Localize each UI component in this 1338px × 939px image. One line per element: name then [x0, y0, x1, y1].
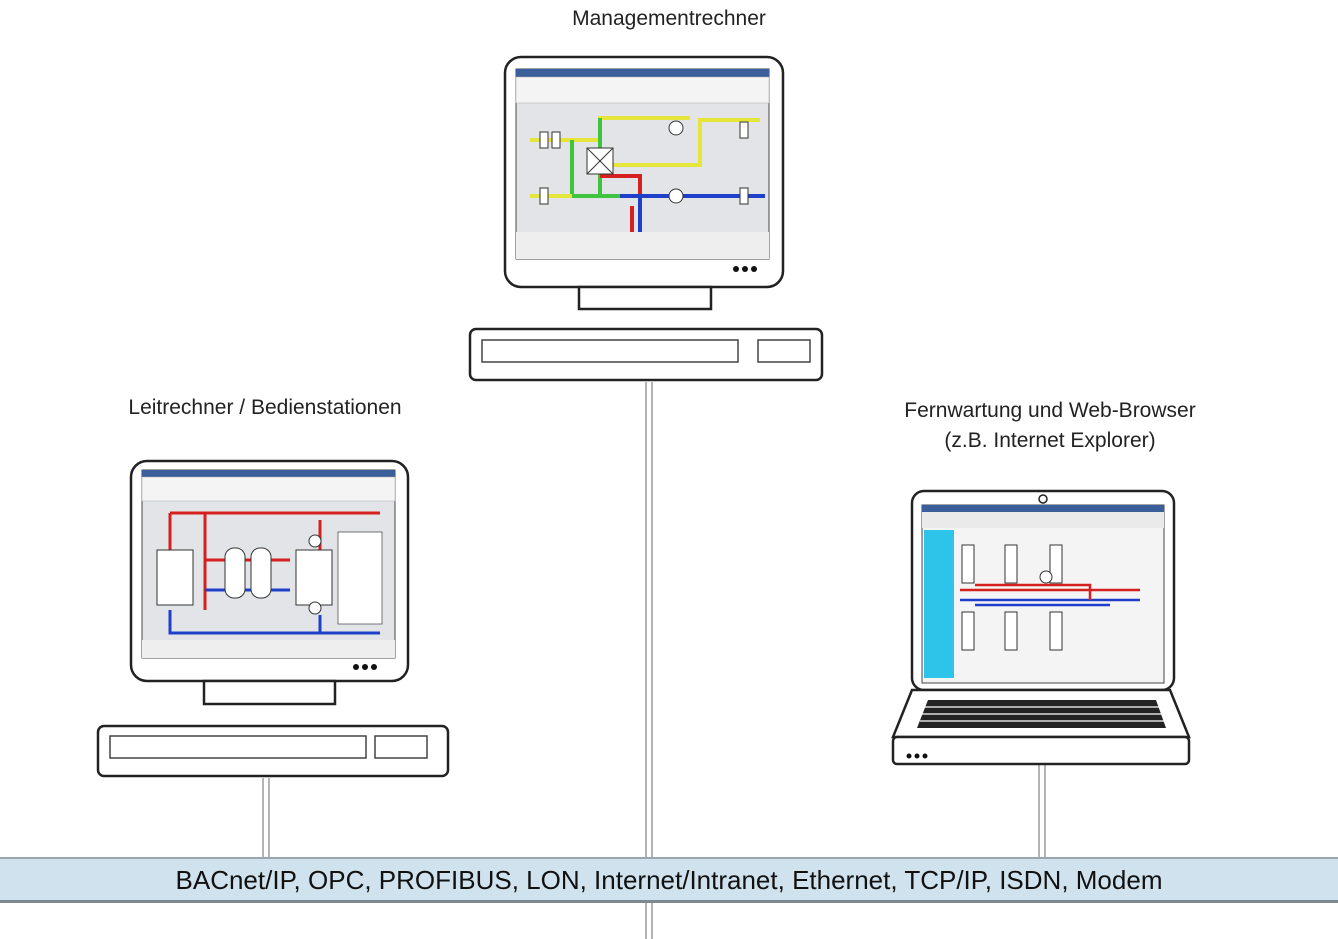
- network-bus-label: BACnet/IP, OPC, PROFIBUS, LON, Internet/…: [175, 865, 1163, 895]
- leitrechner-computer: [96, 459, 450, 778]
- managementrechner-label: Managementrechner: [572, 7, 766, 30]
- leitrechner-label: Leitrechner / Bedienstationen: [128, 396, 402, 419]
- connection-fernwartung: [1038, 764, 1046, 858]
- fernwartung-label-line2: (z.B. Internet Explorer): [944, 429, 1156, 452]
- fernwartung-label: Fernwartung und Web-Browser (z.B. Intern…: [840, 396, 1260, 456]
- connection-bus-below: [645, 903, 653, 939]
- network-bus: BACnet/IP, OPC, PROFIBUS, LON, Internet/…: [0, 857, 1338, 903]
- connection-leitrechner: [262, 778, 270, 858]
- fernwartung-label-line1: Fernwartung und Web-Browser: [904, 399, 1196, 422]
- connection-managementrechner: [645, 382, 653, 858]
- fernwartung-laptop: [891, 489, 1191, 766]
- managementrechner-computer: [468, 55, 824, 382]
